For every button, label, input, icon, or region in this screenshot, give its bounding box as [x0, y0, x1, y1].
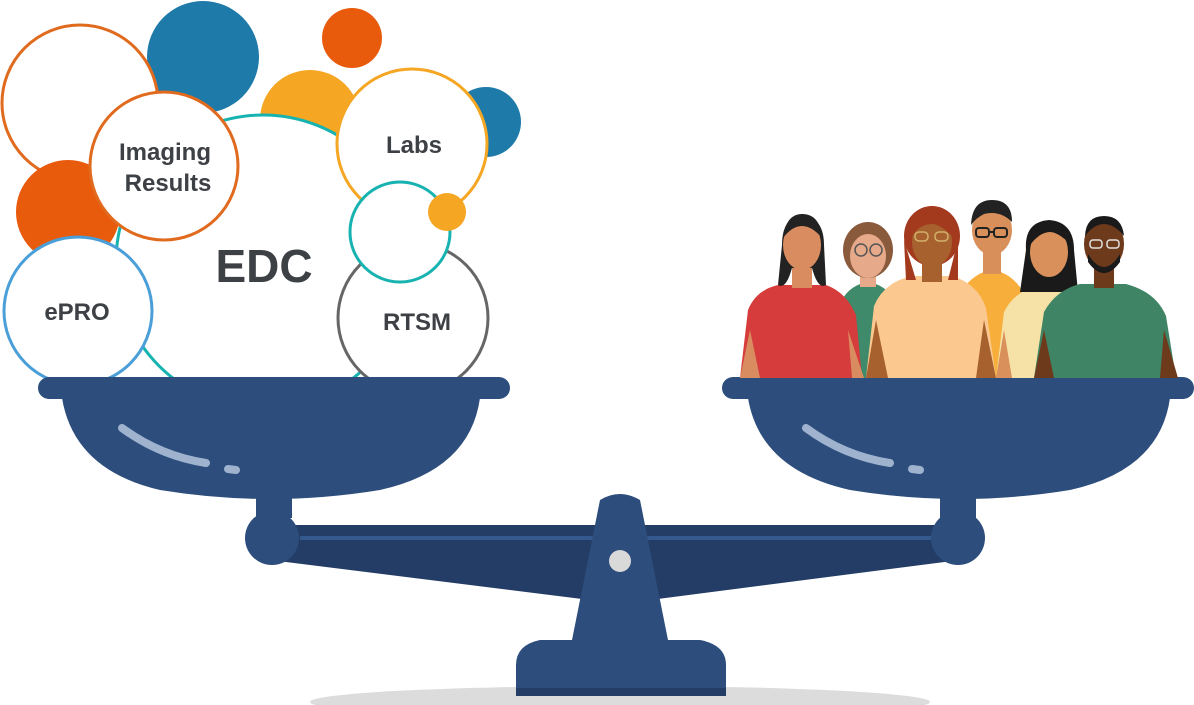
labs-label: Labs	[386, 132, 442, 159]
rtsm-label: RTSM	[383, 309, 451, 336]
person-red-shirt	[740, 214, 864, 378]
left-pan-gloss-dot	[224, 465, 240, 474]
right-pan-gloss	[802, 424, 894, 467]
epro-label: ePRO	[44, 299, 109, 326]
left-beam-knob	[245, 511, 299, 565]
person-beard-green	[1034, 216, 1178, 378]
orange-dot-small	[322, 8, 382, 68]
right-pan-bowl	[748, 398, 1170, 499]
right-pan-rim	[722, 377, 1194, 399]
edc-label: EDC	[215, 240, 312, 292]
imaging-results-circle	[88, 90, 240, 242]
scale-base	[516, 640, 726, 692]
orange-dot-tiny	[428, 193, 466, 231]
imaging-label-line2: Results	[125, 170, 212, 197]
scale-pivot	[609, 550, 631, 572]
left-pan-rim	[38, 377, 510, 399]
scale-base-bottom	[516, 688, 726, 696]
person-peach-shirt	[866, 206, 996, 378]
right-pan-gloss-dot	[908, 465, 924, 474]
right-beam-knob	[931, 511, 985, 565]
left-pan-bowl	[62, 398, 480, 499]
scale	[38, 377, 1194, 696]
data-source-bubbles: EDC Imaging Results Labs RTSM ePRO	[0, 1, 521, 411]
teal-outline-circle	[348, 180, 452, 284]
people-group	[740, 200, 1178, 378]
left-pan-gloss	[118, 424, 210, 467]
imaging-label-line1: Imaging	[119, 139, 211, 166]
blue-circle-large	[147, 1, 259, 113]
